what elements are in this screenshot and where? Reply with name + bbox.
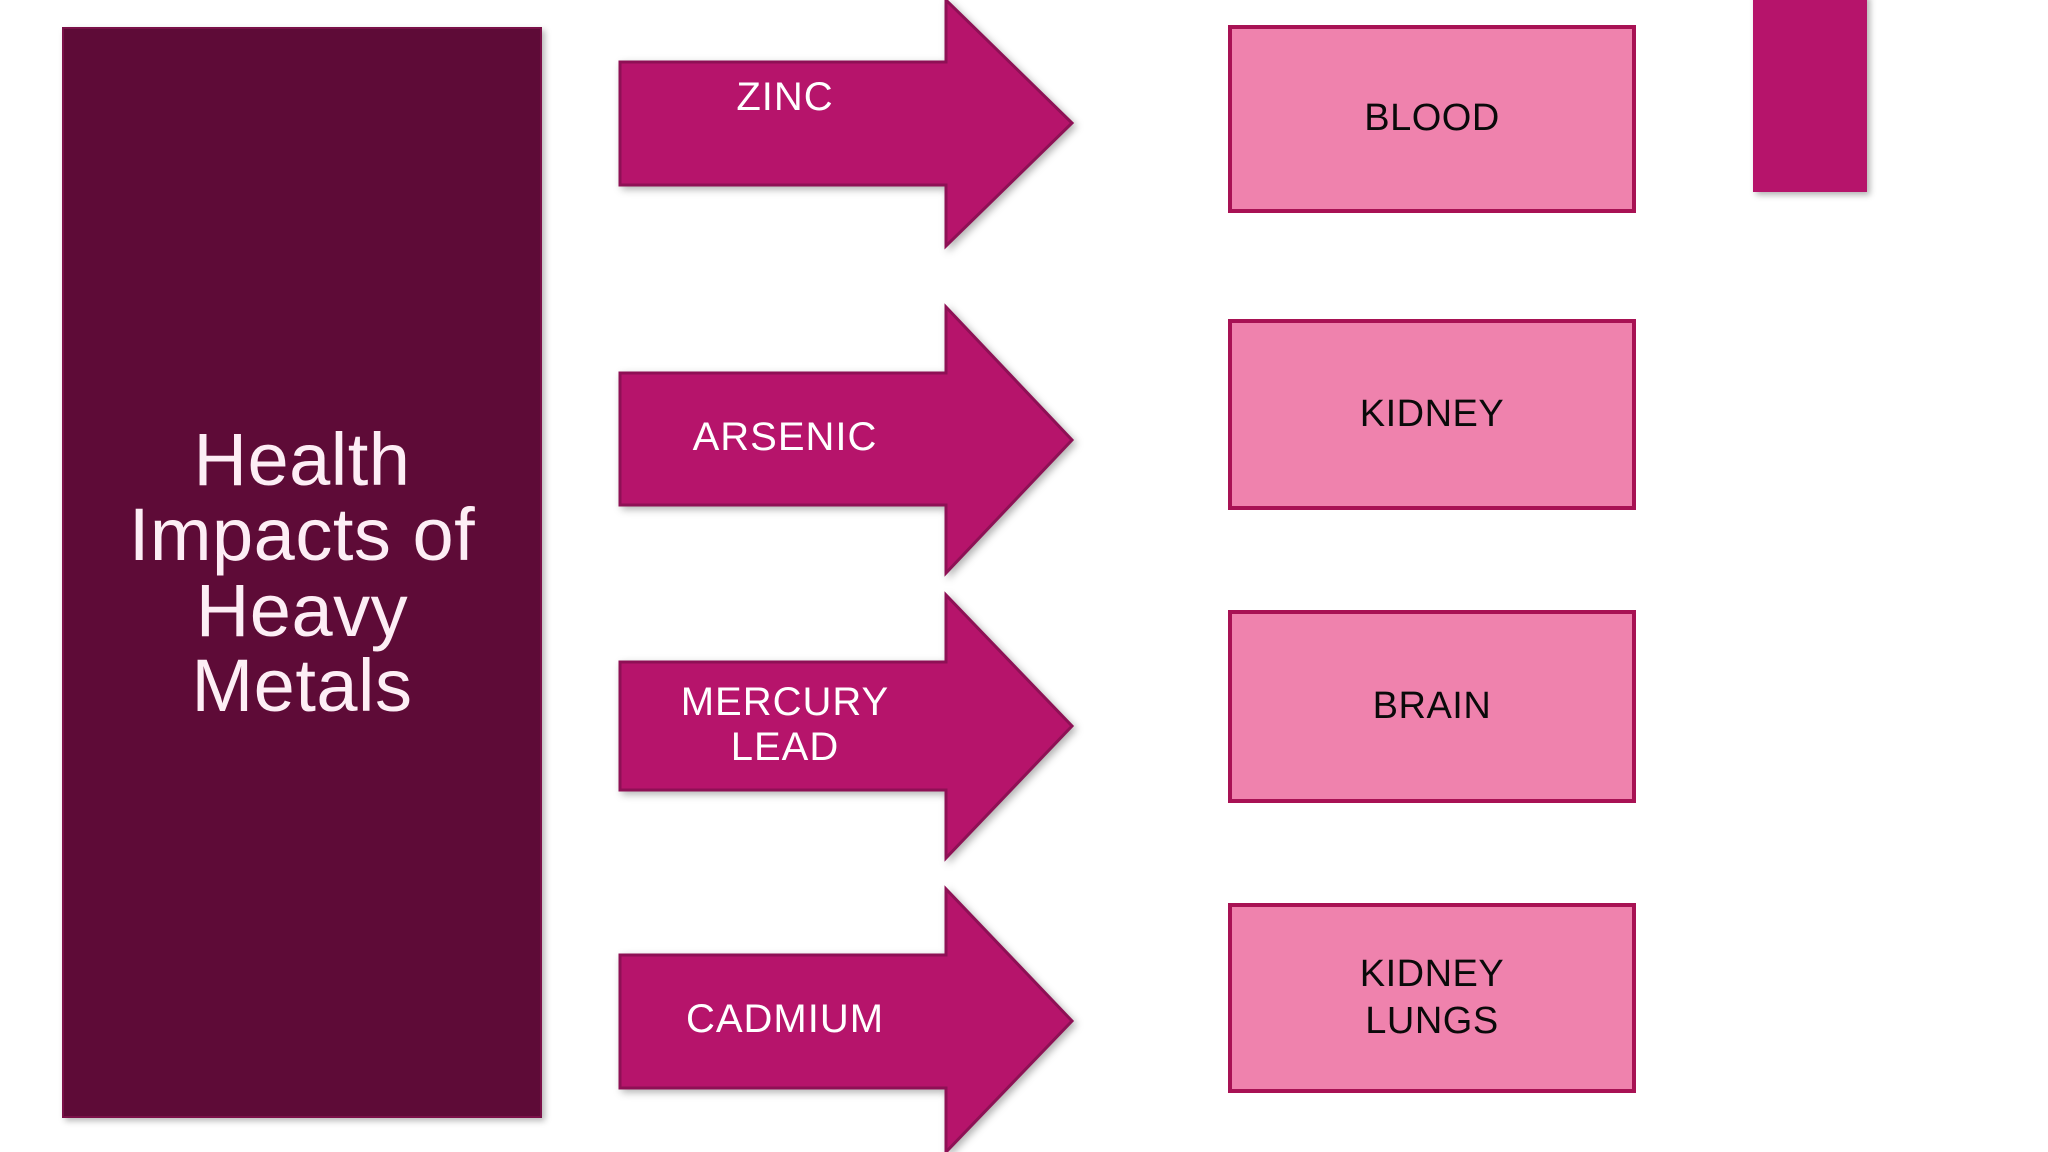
organ-box-brain[interactable]: BRAIN [1228,610,1636,803]
organ-box-kidney[interactable]: KIDNEY [1228,319,1636,510]
arrow-shape-icon [618,303,1075,577]
arrow-shape-icon [618,0,1075,250]
flow-arrow-mercury-lead[interactable]: MERCURY LEAD [618,591,1075,862]
decorative-rectangle [1753,0,1867,192]
organ-box-kidney-lungs[interactable]: KIDNEY LUNGS [1228,903,1636,1093]
organ-box-blood[interactable]: BLOOD [1228,25,1636,213]
page-title: Health Impacts of Heavy Metals [128,417,476,727]
arrow-shape-icon [618,591,1075,862]
title-panel: Health Impacts of Heavy Metals [62,27,542,1118]
flow-arrow-zinc[interactable]: ZINC [618,0,1075,250]
arrow-shape-icon [618,885,1075,1152]
flow-arrow-arsenic[interactable]: ARSENIC [618,303,1075,577]
flow-arrow-cadmium[interactable]: CADMIUM [618,885,1075,1152]
